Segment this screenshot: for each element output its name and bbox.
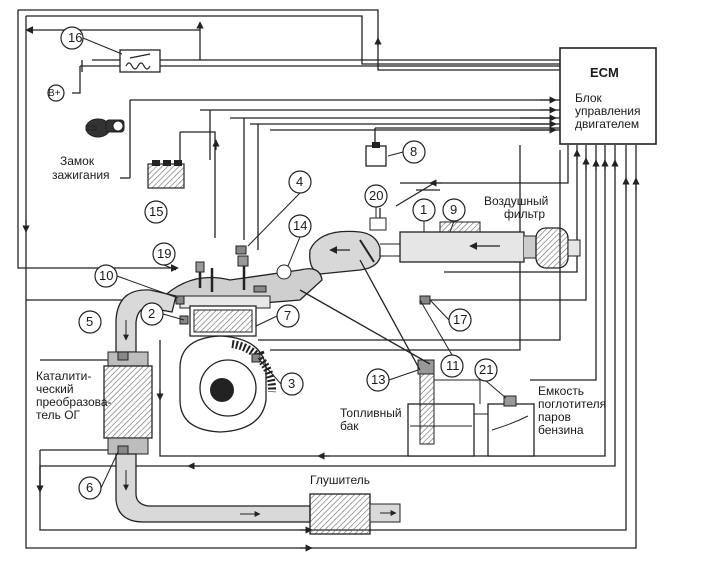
ecm-line-2: управления [575,104,641,118]
catalyst-label-1: Каталити- [36,369,92,383]
frame-arrows [22,21,640,552]
callout-19: 19 [157,246,172,261]
catalyst-label-4: тель ОГ [36,408,81,422]
callout-2: 2 [148,306,156,321]
callout-16: 17 [453,312,468,327]
callout-15: 15 [149,204,164,219]
catalyst-label-3: преобразова- [36,395,112,409]
callout-17: 16 [68,30,83,45]
callout-7: 7 [284,308,292,323]
ecm-title: ECM [590,65,619,80]
ecm-line-3: двигателем [575,117,640,131]
callout-10: 10 [99,268,114,283]
relay-icon [119,49,161,73]
engine-block-icon [158,255,323,433]
ignition-label-1: Замок [60,154,95,168]
callout-4: 4 [296,174,304,189]
fuel-tank-label-1: Топливный [340,406,402,420]
callout-13: 13 [371,372,386,387]
sensor-8-icon [365,142,387,167]
air-intake-icon [309,217,581,275]
battery-label: B+ [48,88,61,99]
callout-9: 9 [450,202,458,217]
callout-20: 20 [369,188,384,203]
callout-3: 3 [288,376,296,391]
ignition-label-2: зажигания [52,168,110,182]
canister-label-4: бензина [538,423,584,437]
air-filter-label-2: фильтр [504,207,546,221]
canister-label-3: паров [538,410,571,424]
callout-8: 8 [410,144,418,159]
ignition-coils-icon [147,160,185,189]
canister-label-2: поглотителя [538,397,607,411]
fuel-system-icon [299,259,535,457]
canister-label-1: Емкость [538,384,585,398]
callout-21: 21 [479,362,494,377]
leader-lines [82,37,507,489]
callout-1: 1 [420,202,428,217]
ecm-line-1: Блок [575,91,602,105]
muffler-label: Глушитель [310,473,371,487]
ignition-key-icon [85,118,125,138]
air-filter-label-1: Воздушный [484,194,549,208]
catalyst-label-2: ческий [36,382,74,396]
callout-11: 11 [446,358,460,373]
callout-14: 14 [293,218,308,233]
callout-5: 5 [86,314,94,329]
ecm-box [559,47,657,145]
callout-6: 6 [86,480,94,495]
fuel-tank-label-2: бак [340,419,359,433]
